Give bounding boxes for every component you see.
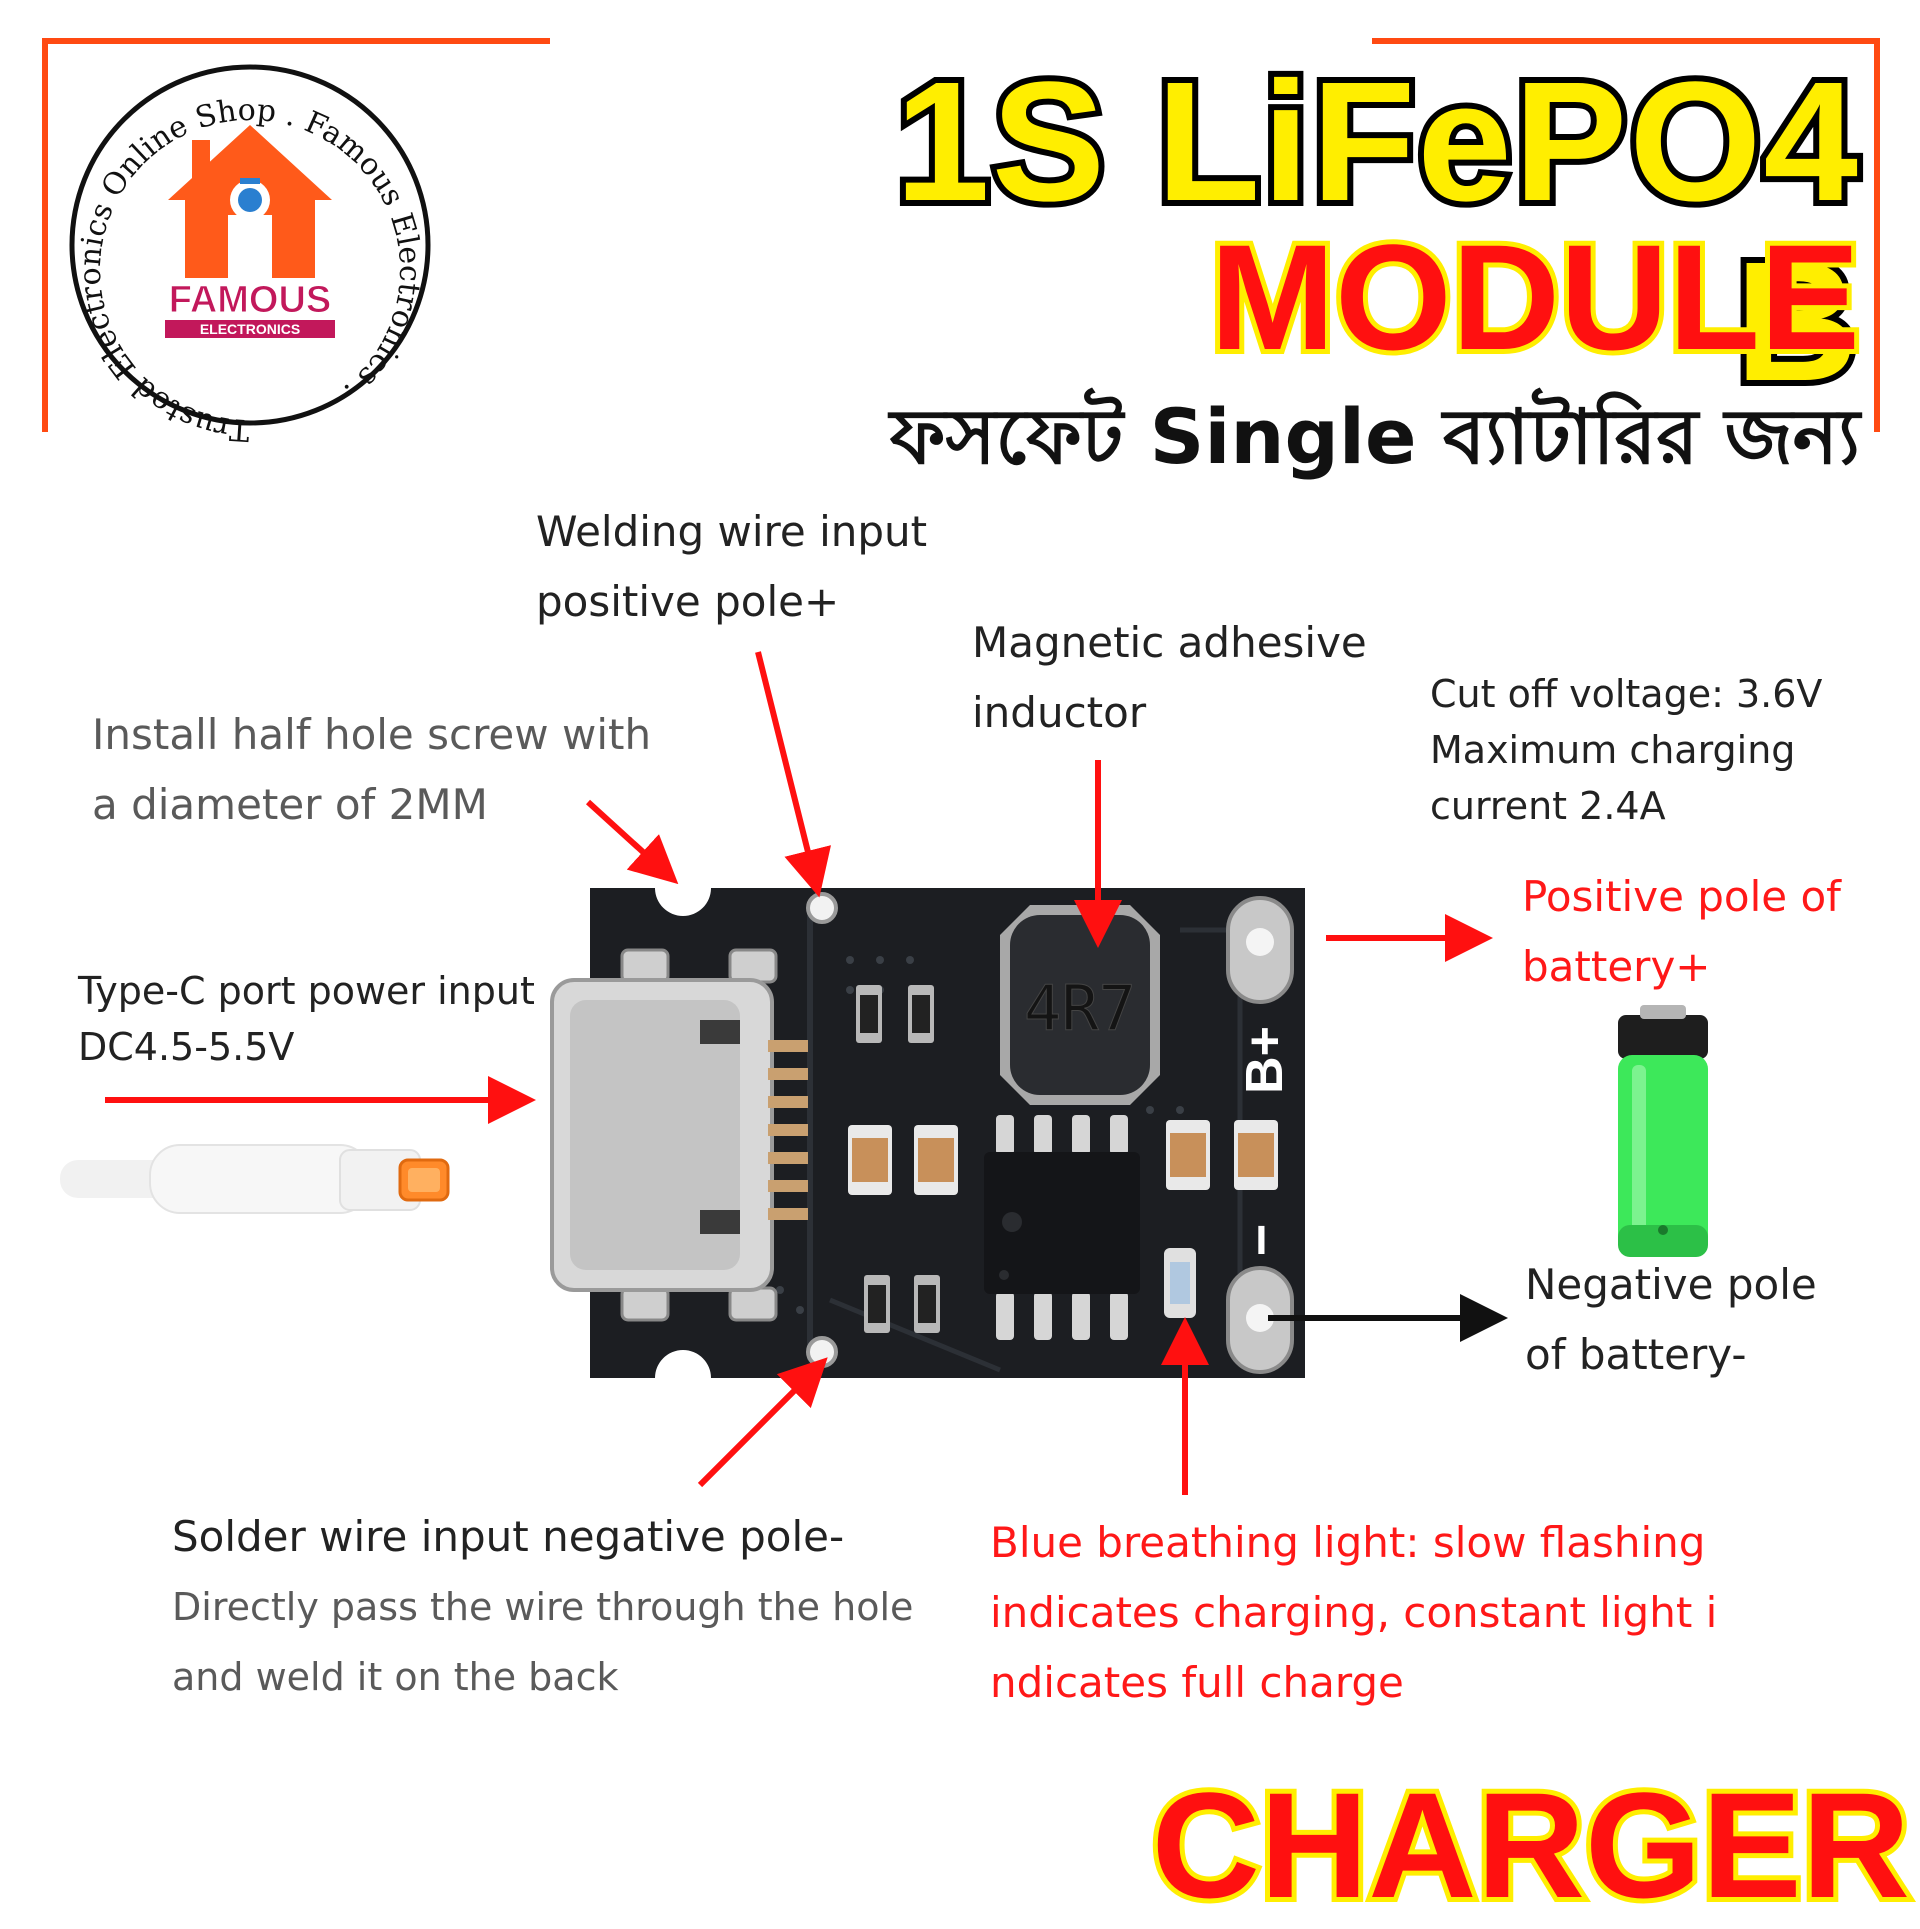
minus-label: − <box>1229 1224 1292 1257</box>
title-line-2: MODULE <box>1205 213 1865 381</box>
battery-pads: B+ − <box>1226 896 1294 1374</box>
note-typec: Type-C port power input DC4.5-5.5V <box>78 969 535 1069</box>
frame-right <box>1874 38 1880 432</box>
battery-icon <box>1618 1005 1708 1257</box>
charger-ic <box>984 1115 1140 1340</box>
note-cutoff: Cut off voltage: 3.6V Maximum charging c… <box>1430 672 1823 828</box>
note-negative-battery: Negative pole of battery- <box>1525 1260 1817 1379</box>
status-led <box>1164 1248 1196 1318</box>
pcb-board: 4R7 B+ − <box>550 888 1305 1378</box>
frame-top-right <box>1372 38 1880 44</box>
note-magnetic-inductor: Magnetic adhesive inductor <box>972 618 1367 737</box>
inductor: 4R7 <box>1000 905 1160 1105</box>
note-positive-battery: Positive pole of battery+ <box>1522 872 1841 991</box>
bplus-label: B+ <box>1236 1026 1294 1094</box>
inductor-marking: 4R7 <box>1024 972 1136 1045</box>
title-line-3: ফসফেট Single ব্যাটারির জন্য <box>889 392 1860 481</box>
arrow-solder <box>697 1357 828 1488</box>
title-line-4: CHARGER <box>1147 1761 1915 1929</box>
arrow-half-hole <box>585 799 679 885</box>
note-blue-light: Blue breathing light: slow flashing indi… <box>990 1518 1718 1707</box>
note-solder-negative: Solder wire input negative pole- Directl… <box>172 1512 914 1699</box>
type-c-port <box>550 948 808 1322</box>
note-half-hole: Install half hole screw with a diameter … <box>92 710 652 829</box>
frame-top-left <box>42 38 550 44</box>
title-line-1: 1S LiFePO4 B <box>889 46 1864 418</box>
frame-left <box>42 38 48 432</box>
note-welding-input: Welding wire input positive pole+ <box>536 507 928 626</box>
arrow-welding <box>755 651 832 898</box>
usb-c-cable <box>60 1144 450 1214</box>
